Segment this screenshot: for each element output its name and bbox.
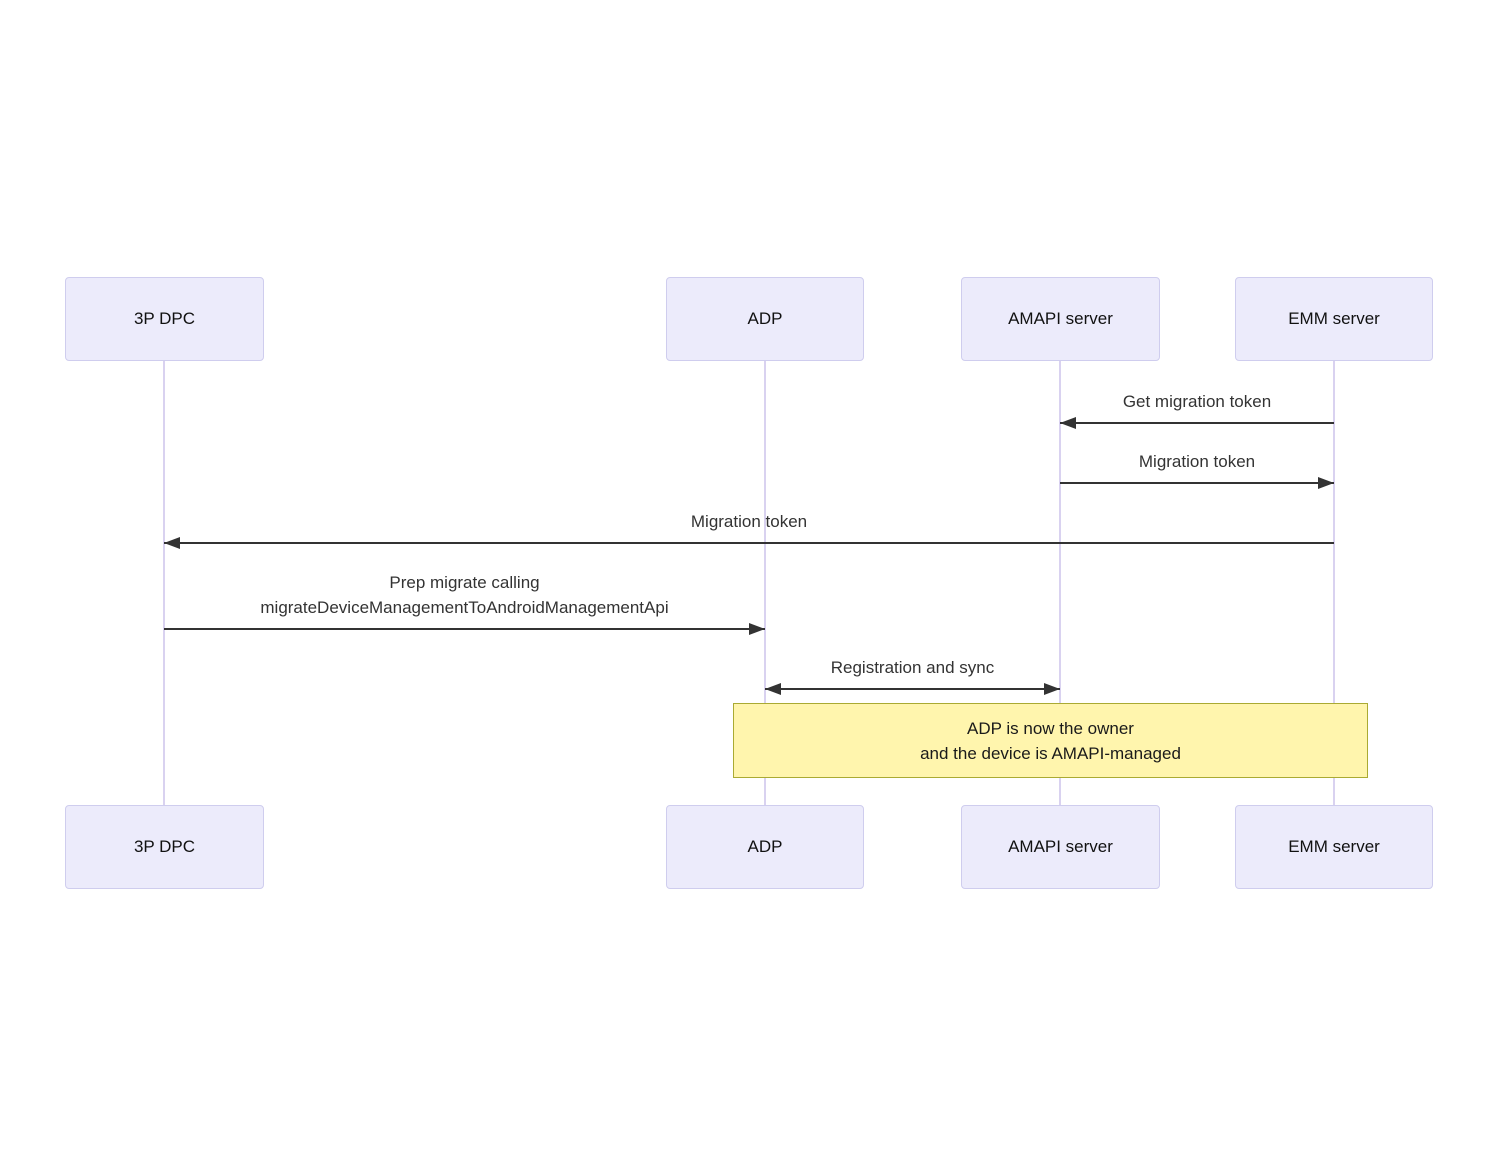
actor-label: EMM server: [1288, 837, 1380, 856]
arrowhead-left-icon: [765, 683, 781, 695]
message-label-prep-migrate-line1: Prep migrate calling: [389, 573, 540, 592]
note-line-1: ADP is now the owner: [967, 718, 1134, 738]
lifeline-amapi-server: [1059, 361, 1061, 805]
message-label-prep-migrate-line2: migrateDeviceManagementToAndroidManageme…: [260, 598, 669, 617]
message-line: [1060, 482, 1334, 484]
actor-label: EMM server: [1288, 309, 1380, 328]
actor-top-amapi-server: AMAPI server: [961, 277, 1160, 361]
message-line: [164, 542, 1334, 544]
arrowhead-right-icon: [1044, 683, 1060, 695]
message-label-registration-and-sync: Registration and sync: [830, 658, 995, 677]
note-line-2: and the device is AMAPI-managed: [920, 743, 1181, 763]
arrowhead-right-icon: [1318, 477, 1334, 489]
lifeline-3p-dpc: [163, 361, 165, 805]
message-label-migration-token-to-dpc: Migration token: [690, 512, 808, 531]
actor-top-emm-server: EMM server: [1235, 277, 1433, 361]
actor-label: 3P DPC: [133, 309, 196, 328]
note-adp-owner: ADP is now the owner and the device is A…: [733, 703, 1368, 778]
actor-bottom-adp: ADP: [666, 805, 864, 889]
lifeline-adp: [764, 361, 766, 805]
lifeline-emm-server: [1333, 361, 1335, 805]
message-line: [765, 688, 1060, 690]
actor-label: AMAPI server: [1008, 837, 1113, 856]
actor-label: 3P DPC: [133, 837, 196, 856]
actor-bottom-emm-server: EMM server: [1235, 805, 1433, 889]
message-line: [1060, 422, 1334, 424]
actor-label: ADP: [747, 837, 783, 856]
arrowhead-right-icon: [749, 623, 765, 635]
actor-bottom-amapi-server: AMAPI server: [961, 805, 1160, 889]
message-label-migration-token-to-emm: Migration token: [1138, 452, 1256, 471]
actor-top-3p-dpc: 3P DPC: [65, 277, 264, 361]
actor-label: ADP: [747, 309, 783, 328]
actor-bottom-3p-dpc: 3P DPC: [65, 805, 264, 889]
arrowhead-left-icon: [1060, 417, 1076, 429]
actor-label: AMAPI server: [1008, 309, 1113, 328]
arrowhead-left-icon: [164, 537, 180, 549]
message-label-get-migration-token: Get migration token: [1122, 392, 1272, 411]
actor-top-adp: ADP: [666, 277, 864, 361]
message-line: [164, 628, 765, 630]
